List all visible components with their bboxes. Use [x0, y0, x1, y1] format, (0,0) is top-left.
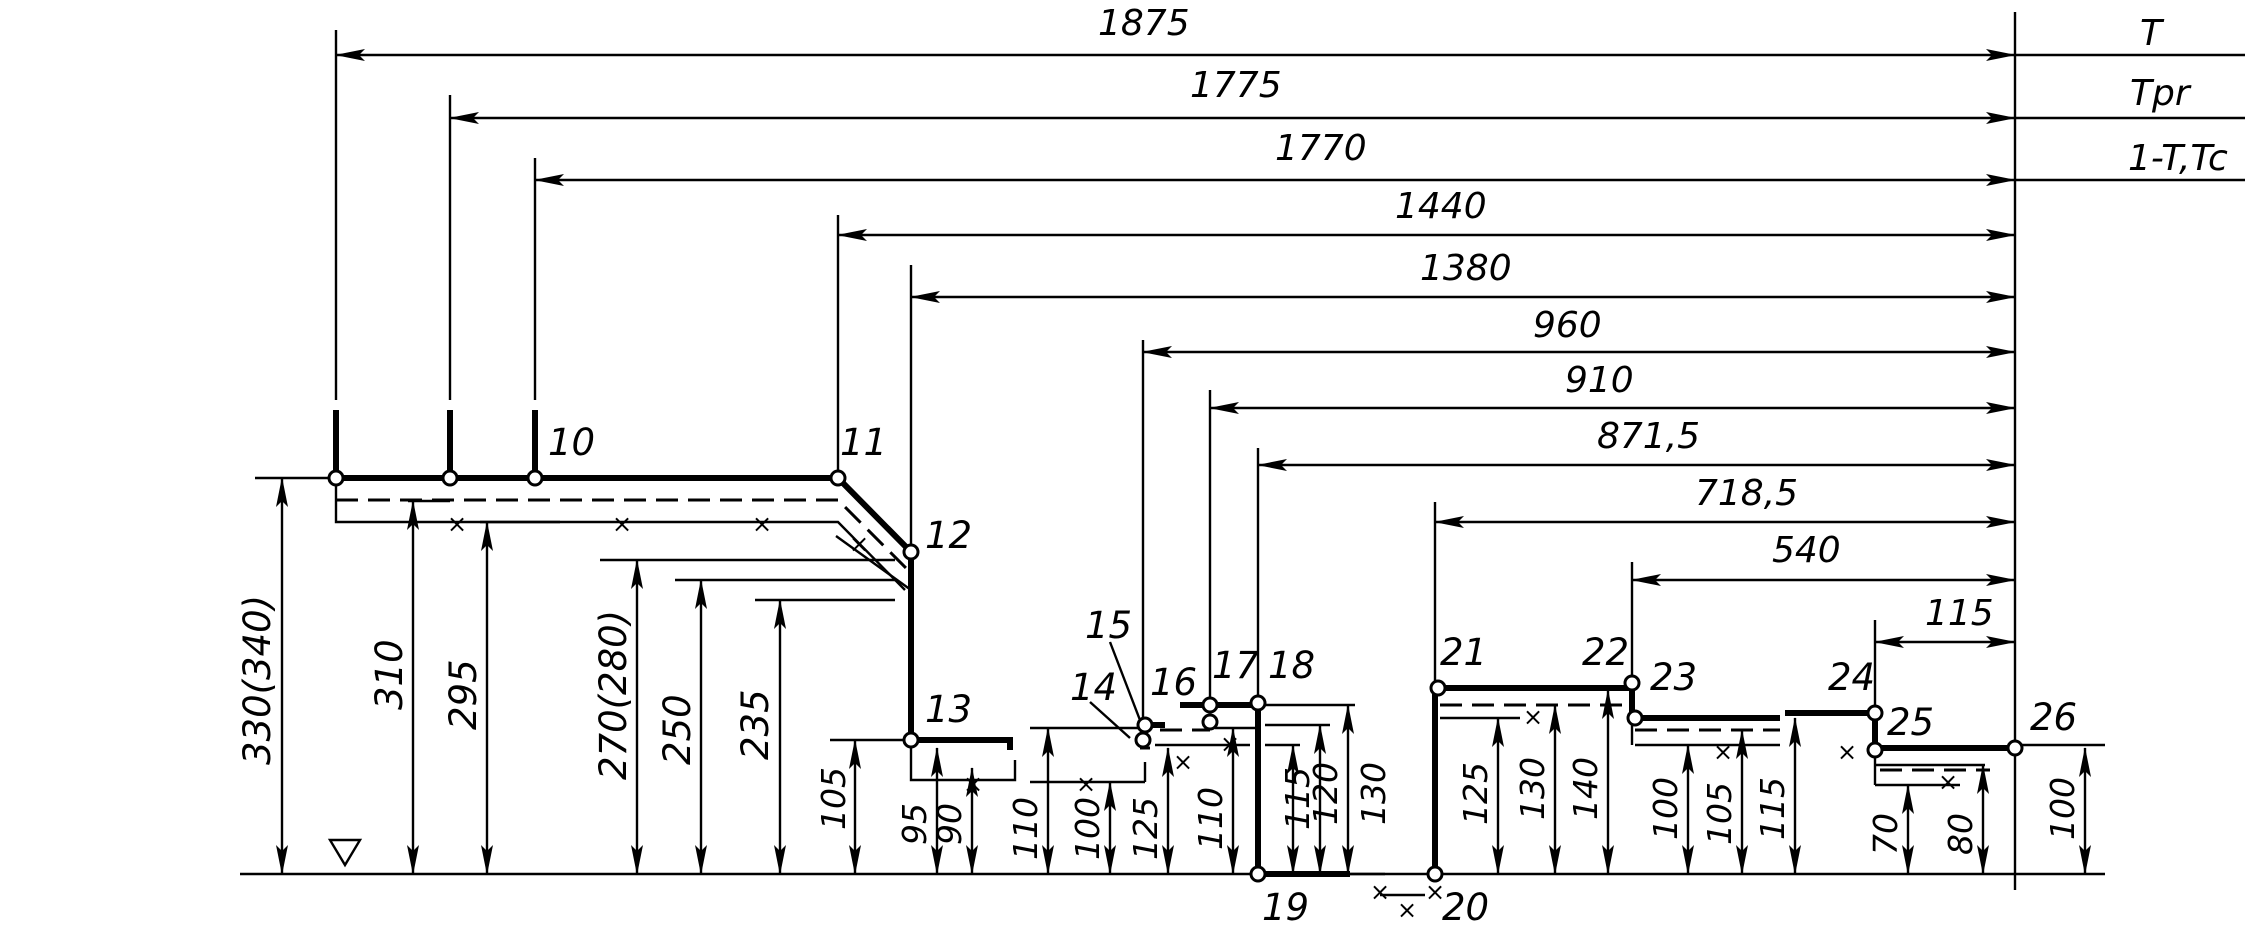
point-label-23: 23 — [1650, 656, 1697, 699]
dim-90: 90 — [930, 803, 969, 845]
dim-100-c: 100 — [2043, 777, 2082, 840]
dim-235: 235 — [734, 689, 777, 760]
point-label-26: 26 — [2030, 696, 2077, 739]
dim-310: 310 — [368, 639, 411, 710]
dim-110-b: 110 — [1191, 787, 1230, 850]
point-label-18: 18 — [1268, 644, 1315, 687]
dim-100-a: 100 — [1068, 797, 1107, 860]
dim-250: 250 — [656, 694, 699, 765]
point-label-20: 20 — [1442, 886, 1489, 928]
point-label-22: 22 — [1582, 631, 1629, 674]
point-labels: 10 11 12 13 14 15 16 17 18 19 20 21 22 2… — [548, 421, 2077, 928]
profile-dashed — [336, 498, 1990, 772]
svg-text:×: × — [612, 510, 632, 538]
point-label-19: 19 — [1262, 886, 1309, 928]
dim-330-340: 330(340) — [236, 595, 279, 765]
svg-text:×: × — [447, 510, 467, 538]
point-label-17: 17 — [1212, 644, 1260, 687]
leader-lines — [1089, 641, 1145, 739]
dim-910: 910 — [1565, 360, 1634, 401]
point-label-24: 24 — [1828, 656, 1875, 699]
dim-140: 140 — [1566, 757, 1605, 820]
ground-level-symbol — [327, 838, 363, 868]
scale-label-tpr: Tpr — [2130, 73, 2192, 114]
dim-718-5: 718,5 — [1695, 473, 1798, 514]
dim-115-a: 115 — [1278, 767, 1317, 830]
horizontal-dimension-values: 1875 1775 1770 1440 1380 960 910 871,5 7… — [1098, 3, 1994, 634]
x-markers: × × × × × × × × × × × × × × × — [447, 510, 1958, 924]
dim-130-b: 130 — [1513, 757, 1552, 820]
svg-text:×: × — [1425, 878, 1445, 906]
dim-115: 115 — [1925, 593, 1994, 634]
vertical-dimension-lines — [276, 477, 2091, 875]
point-label-25: 25 — [1887, 701, 1934, 744]
dim-80: 80 — [1941, 813, 1980, 855]
vertical-dimension-values: 330(340) 310 295 270(280) 250 235 105 95… — [236, 595, 2082, 860]
svg-text:×: × — [1076, 770, 1096, 798]
scale-labels: T Tpr 1-T,Tc — [2128, 13, 2228, 179]
point-label-15: 15 — [1085, 604, 1132, 647]
svg-text:×: × — [1220, 730, 1240, 758]
dim-100-b: 100 — [1646, 777, 1685, 840]
node-circles — [327, 469, 2024, 883]
point-label-16: 16 — [1150, 661, 1197, 704]
horizontal-dimension-lines — [335, 49, 2016, 648]
dim-125-a: 125 — [1126, 797, 1165, 860]
point-label-13: 13 — [925, 688, 972, 731]
dim-70: 70 — [1866, 813, 1905, 855]
dim-105-b: 105 — [1700, 782, 1739, 845]
dim-1380: 1380 — [1420, 248, 1512, 289]
dim-1770: 1770 — [1275, 128, 1367, 169]
dim-1440: 1440 — [1395, 186, 1487, 227]
dim-295: 295 — [442, 659, 485, 730]
dim-130-a: 130 — [1354, 762, 1393, 825]
svg-text:×: × — [1173, 748, 1193, 776]
svg-text:×: × — [1713, 738, 1733, 766]
dim-105-a: 105 — [814, 767, 853, 830]
svg-text:×: × — [1938, 768, 1958, 796]
dim-115-b: 115 — [1753, 777, 1792, 840]
dim-540: 540 — [1772, 530, 1841, 571]
dim-1875: 1875 — [1098, 3, 1190, 44]
svg-text:×: × — [752, 510, 772, 538]
svg-text:×: × — [1370, 878, 1390, 906]
scale-label-t: T — [2140, 13, 2165, 54]
dim-110-a: 110 — [1006, 797, 1045, 860]
dim-270-280: 270(280) — [592, 610, 635, 780]
baseline — [240, 12, 2245, 890]
svg-text:×: × — [1523, 703, 1543, 731]
dim-871-5: 871,5 — [1597, 416, 1700, 457]
point-label-10: 10 — [548, 421, 595, 464]
svg-text:×: × — [849, 530, 869, 558]
dim-95: 95 — [895, 803, 934, 845]
point-label-14: 14 — [1070, 666, 1117, 709]
dim-960: 960 — [1533, 305, 1602, 346]
scale-label-1t-tc: 1-T,Tc — [2128, 138, 2228, 179]
svg-text:×: × — [1397, 896, 1417, 924]
dim-125-b: 125 — [1456, 762, 1495, 825]
point-label-21: 21 — [1440, 631, 1487, 674]
point-label-12: 12 — [925, 514, 972, 557]
svg-text:×: × — [1837, 738, 1857, 766]
point-label-11: 11 — [840, 421, 887, 464]
dim-1775: 1775 — [1190, 65, 1282, 106]
dim-120: 120 — [1306, 762, 1345, 825]
